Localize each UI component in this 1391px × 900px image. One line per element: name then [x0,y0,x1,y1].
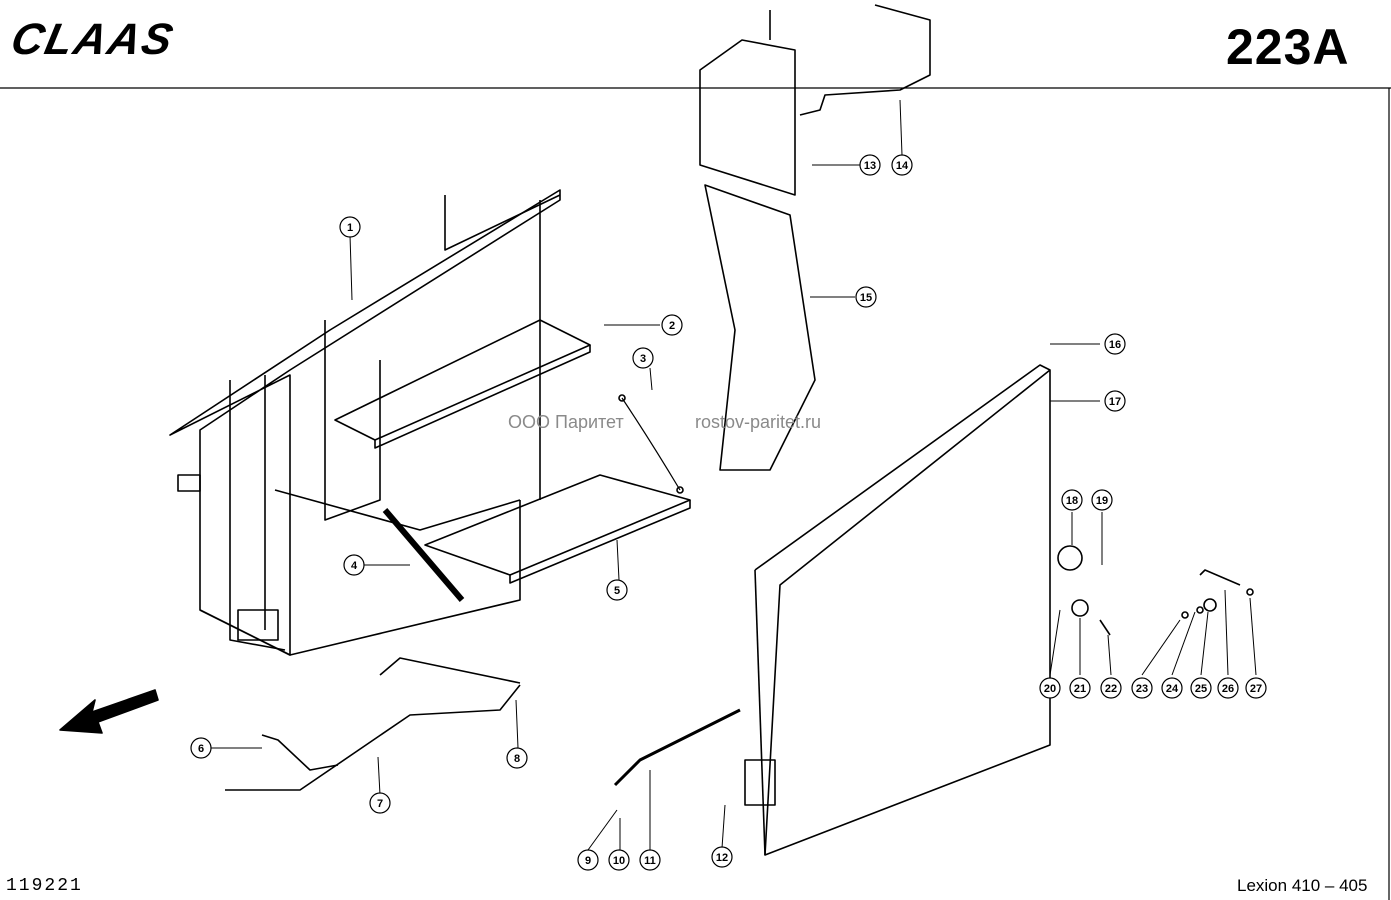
callout-1: 1 [339,216,361,238]
callout-label: 25 [1195,683,1207,695]
callout-18: 18 [1061,489,1083,511]
callout-7: 7 [369,792,391,814]
callout-8: 8 [506,747,528,769]
callout-label: 1 [347,222,353,234]
bracket-6 [261,734,339,771]
hinge-plate [744,759,776,806]
callout-label: 12 [716,852,728,864]
upper-side-panel [699,39,796,196]
callout-27: 27 [1245,677,1267,699]
cap-disc [1057,545,1083,571]
callout-5: 5 [606,579,628,601]
middle-panel [704,184,816,471]
callout-label: 17 [1109,396,1121,408]
housing-part [169,189,561,656]
door-panel [764,369,1051,856]
model-label: Lexion 410 – 405 [1237,876,1368,895]
callout-4: 4 [343,554,365,576]
tension-cable [621,397,681,491]
callout-label: 18 [1066,495,1078,507]
callout-26: 26 [1217,677,1239,699]
callout-13: 13 [859,154,881,176]
callout-21: 21 [1069,677,1091,699]
callout-2: 2 [661,314,683,336]
callout-23: 23 [1131,677,1153,699]
callout-label: 10 [613,855,625,867]
watermark-site: rostov-paritet.ru [695,412,822,432]
callout-14: 14 [891,154,913,176]
callout-label: 22 [1105,683,1117,695]
callout-25: 25 [1190,677,1212,699]
callout-label: 26 [1222,683,1234,695]
callout-6: 6 [190,737,212,759]
callout-label: 2 [669,320,675,332]
support-rod [382,508,465,602]
callout-label: 8 [514,753,520,765]
callout-17: 17 [1104,390,1126,412]
upper-cover [799,4,931,116]
knob [1071,599,1089,617]
watermark-company: ООО Паритет [508,412,624,432]
callout-20: 20 [1039,677,1061,699]
direction-arrow [59,689,159,734]
callout-label: 21 [1074,683,1086,695]
callout-label: 11 [644,855,656,867]
callout-label: 23 [1136,683,1148,695]
callout-label: 19 [1096,495,1108,507]
callout-label: 4 [351,560,358,572]
callout-22: 22 [1100,677,1122,699]
callout-label: 5 [614,585,620,597]
callout-15: 15 [855,286,877,308]
callout-24: 24 [1161,677,1183,699]
callout-12: 12 [711,846,733,868]
callout-label: 16 [1109,339,1121,351]
callout-9: 9 [577,849,599,871]
bracket-7 [225,684,521,791]
callout-label: 3 [640,353,646,365]
callout-label: 24 [1166,683,1179,695]
callout-label: 14 [896,160,909,172]
callout-11: 11 [639,849,661,871]
callout-label: 9 [585,855,591,867]
callout-3: 3 [632,347,654,369]
bracket-8 [379,657,521,684]
callout-label: 20 [1044,683,1056,695]
callout-16: 16 [1104,333,1126,355]
handle-rod [613,708,741,787]
callout-19: 19 [1091,489,1113,511]
callout-label: 7 [377,798,383,810]
callout-label: 27 [1250,683,1262,695]
callout-label: 6 [198,743,204,755]
callout-10: 10 [608,849,630,871]
drawing-number: 119221 [6,876,83,896]
plate-code: 223A [1226,19,1350,75]
callout-label: 15 [860,292,872,304]
callout-label: 13 [864,160,876,172]
